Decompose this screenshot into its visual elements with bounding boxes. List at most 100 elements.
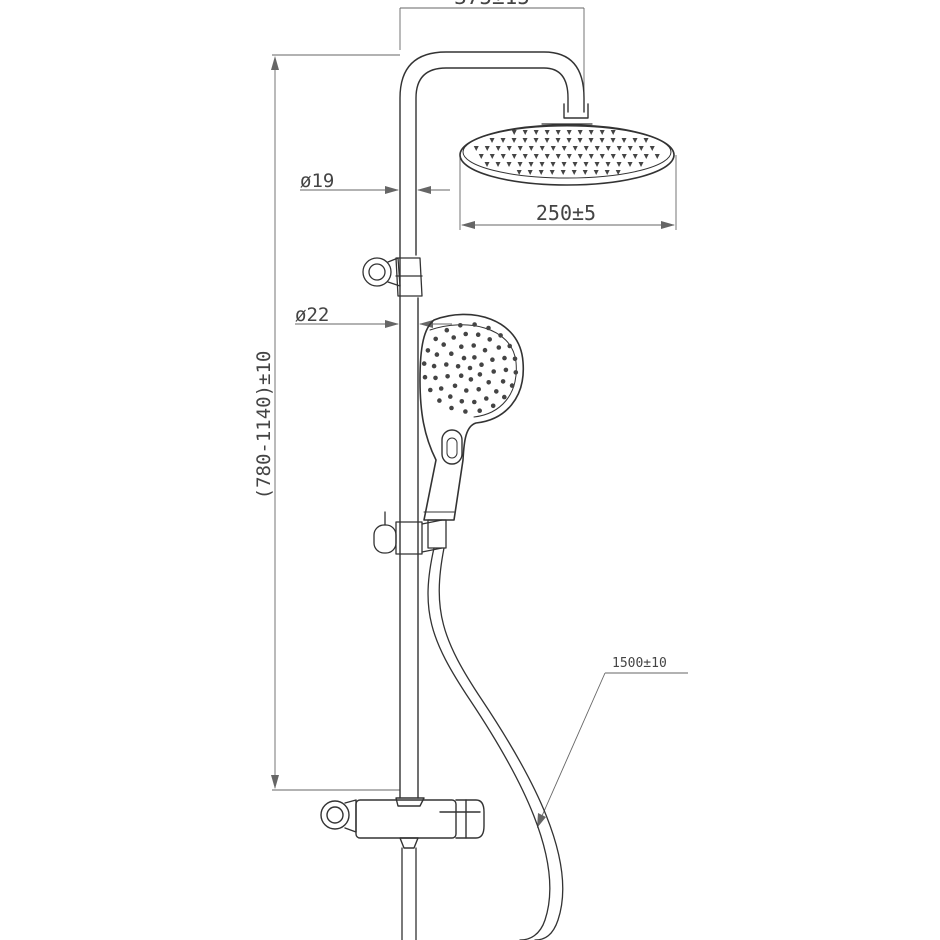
head-nozzle <box>533 130 539 135</box>
head-nozzle <box>572 146 578 151</box>
hand-nozzle <box>513 370 519 375</box>
head-nozzle <box>500 138 506 143</box>
head-nozzle <box>495 162 501 167</box>
head-nozzle <box>588 154 594 159</box>
head-nozzle <box>533 138 539 143</box>
head-nozzle <box>654 154 660 159</box>
hand-nozzle <box>502 355 507 361</box>
top-width-label: 375±15 <box>454 0 530 9</box>
head-nozzle <box>516 170 522 175</box>
head-nozzle <box>550 162 556 167</box>
head-nozzle <box>484 162 490 167</box>
head-nozzle <box>544 138 550 143</box>
hand-nozzle <box>494 389 499 394</box>
head-nozzle <box>571 170 577 175</box>
head-nozzle <box>593 170 599 175</box>
head-nozzle <box>621 138 627 143</box>
head-nozzle <box>506 146 512 151</box>
head-nozzle <box>555 138 561 143</box>
hand-nozzle-grid <box>421 322 519 414</box>
head-nozzle <box>638 162 644 167</box>
hand-nozzle <box>451 335 457 340</box>
hand-nozzle <box>461 355 467 361</box>
hand-nozzle <box>512 356 518 362</box>
head-nozzle <box>610 138 616 143</box>
hand-nozzle <box>487 337 493 342</box>
hand-nozzle <box>482 347 488 353</box>
head-nozzle <box>582 170 588 175</box>
head-nozzle <box>522 130 528 135</box>
hand-nozzle <box>484 396 489 401</box>
head-nozzle <box>538 170 544 175</box>
head-nozzle <box>588 130 594 135</box>
hand-nozzle <box>452 383 458 389</box>
hand-nozzle <box>448 394 453 399</box>
head-nozzle <box>627 146 633 151</box>
head-nozzle <box>599 130 605 135</box>
head-nozzle <box>478 154 484 159</box>
upper-wall-bracket <box>362 257 423 297</box>
hand-nozzle <box>490 357 495 363</box>
head-nozzle <box>577 154 583 159</box>
hand-nozzle <box>472 355 477 360</box>
hand-nozzle <box>431 363 437 369</box>
hand-nozzle <box>437 398 442 403</box>
head-nozzle <box>550 146 556 151</box>
hand-nozzle <box>455 364 461 369</box>
hand-nozzle <box>434 352 440 357</box>
head-nozzle <box>484 146 490 151</box>
hand-nozzle <box>428 387 433 393</box>
head-nozzle <box>495 146 501 151</box>
head-nozzle <box>583 162 589 167</box>
pipe-lower-diameter-label: ø22 <box>295 304 329 326</box>
hand-nozzle <box>438 386 444 391</box>
hand-nozzle <box>468 377 474 382</box>
head-nozzle <box>577 130 583 135</box>
hand-nozzle <box>475 332 481 338</box>
head-nozzle <box>566 138 572 143</box>
head-nozzle <box>522 154 528 159</box>
head-nozzle <box>616 162 622 167</box>
head-nozzle <box>489 138 495 143</box>
head-nozzle <box>572 162 578 167</box>
head-nozzle <box>549 170 555 175</box>
head-nozzle <box>561 146 567 151</box>
hand-nozzle <box>464 388 469 393</box>
hand-nozzle <box>477 408 483 414</box>
head-nozzle <box>605 162 611 167</box>
hand-shower-slider <box>373 511 447 555</box>
head-nozzle <box>473 146 479 151</box>
hand-nozzle <box>433 336 439 342</box>
head-nozzle <box>599 138 605 143</box>
head-nozzle <box>528 146 534 151</box>
hand-nozzle <box>441 342 447 347</box>
hand-nozzle <box>471 343 477 348</box>
hand-nozzle <box>472 399 477 405</box>
head-nozzle <box>560 170 566 175</box>
hand-nozzle <box>458 373 464 379</box>
hand-nozzle <box>421 361 427 366</box>
head-nozzle <box>599 154 605 159</box>
hand-nozzle <box>472 322 477 327</box>
head-nozzle <box>533 154 539 159</box>
head-nozzle <box>544 154 550 159</box>
head-nozzle <box>610 130 616 135</box>
head-nozzle <box>555 130 561 135</box>
hand-nozzle <box>486 325 491 331</box>
head-nozzle <box>621 154 627 159</box>
head-nozzle <box>506 162 512 167</box>
head-nozzle <box>566 130 572 135</box>
head-nozzle <box>544 130 550 135</box>
hand-nozzle <box>433 375 438 381</box>
head-nozzle <box>577 138 583 143</box>
hand-nozzle <box>444 327 450 333</box>
hand-nozzle <box>422 374 428 380</box>
head-nozzle <box>643 138 649 143</box>
head-nozzle <box>615 170 621 175</box>
hand-nozzle <box>425 348 431 353</box>
head-nozzle <box>632 154 638 159</box>
head-nozzle <box>627 162 633 167</box>
head-nozzle <box>605 146 611 151</box>
hand-nozzle <box>459 399 465 404</box>
